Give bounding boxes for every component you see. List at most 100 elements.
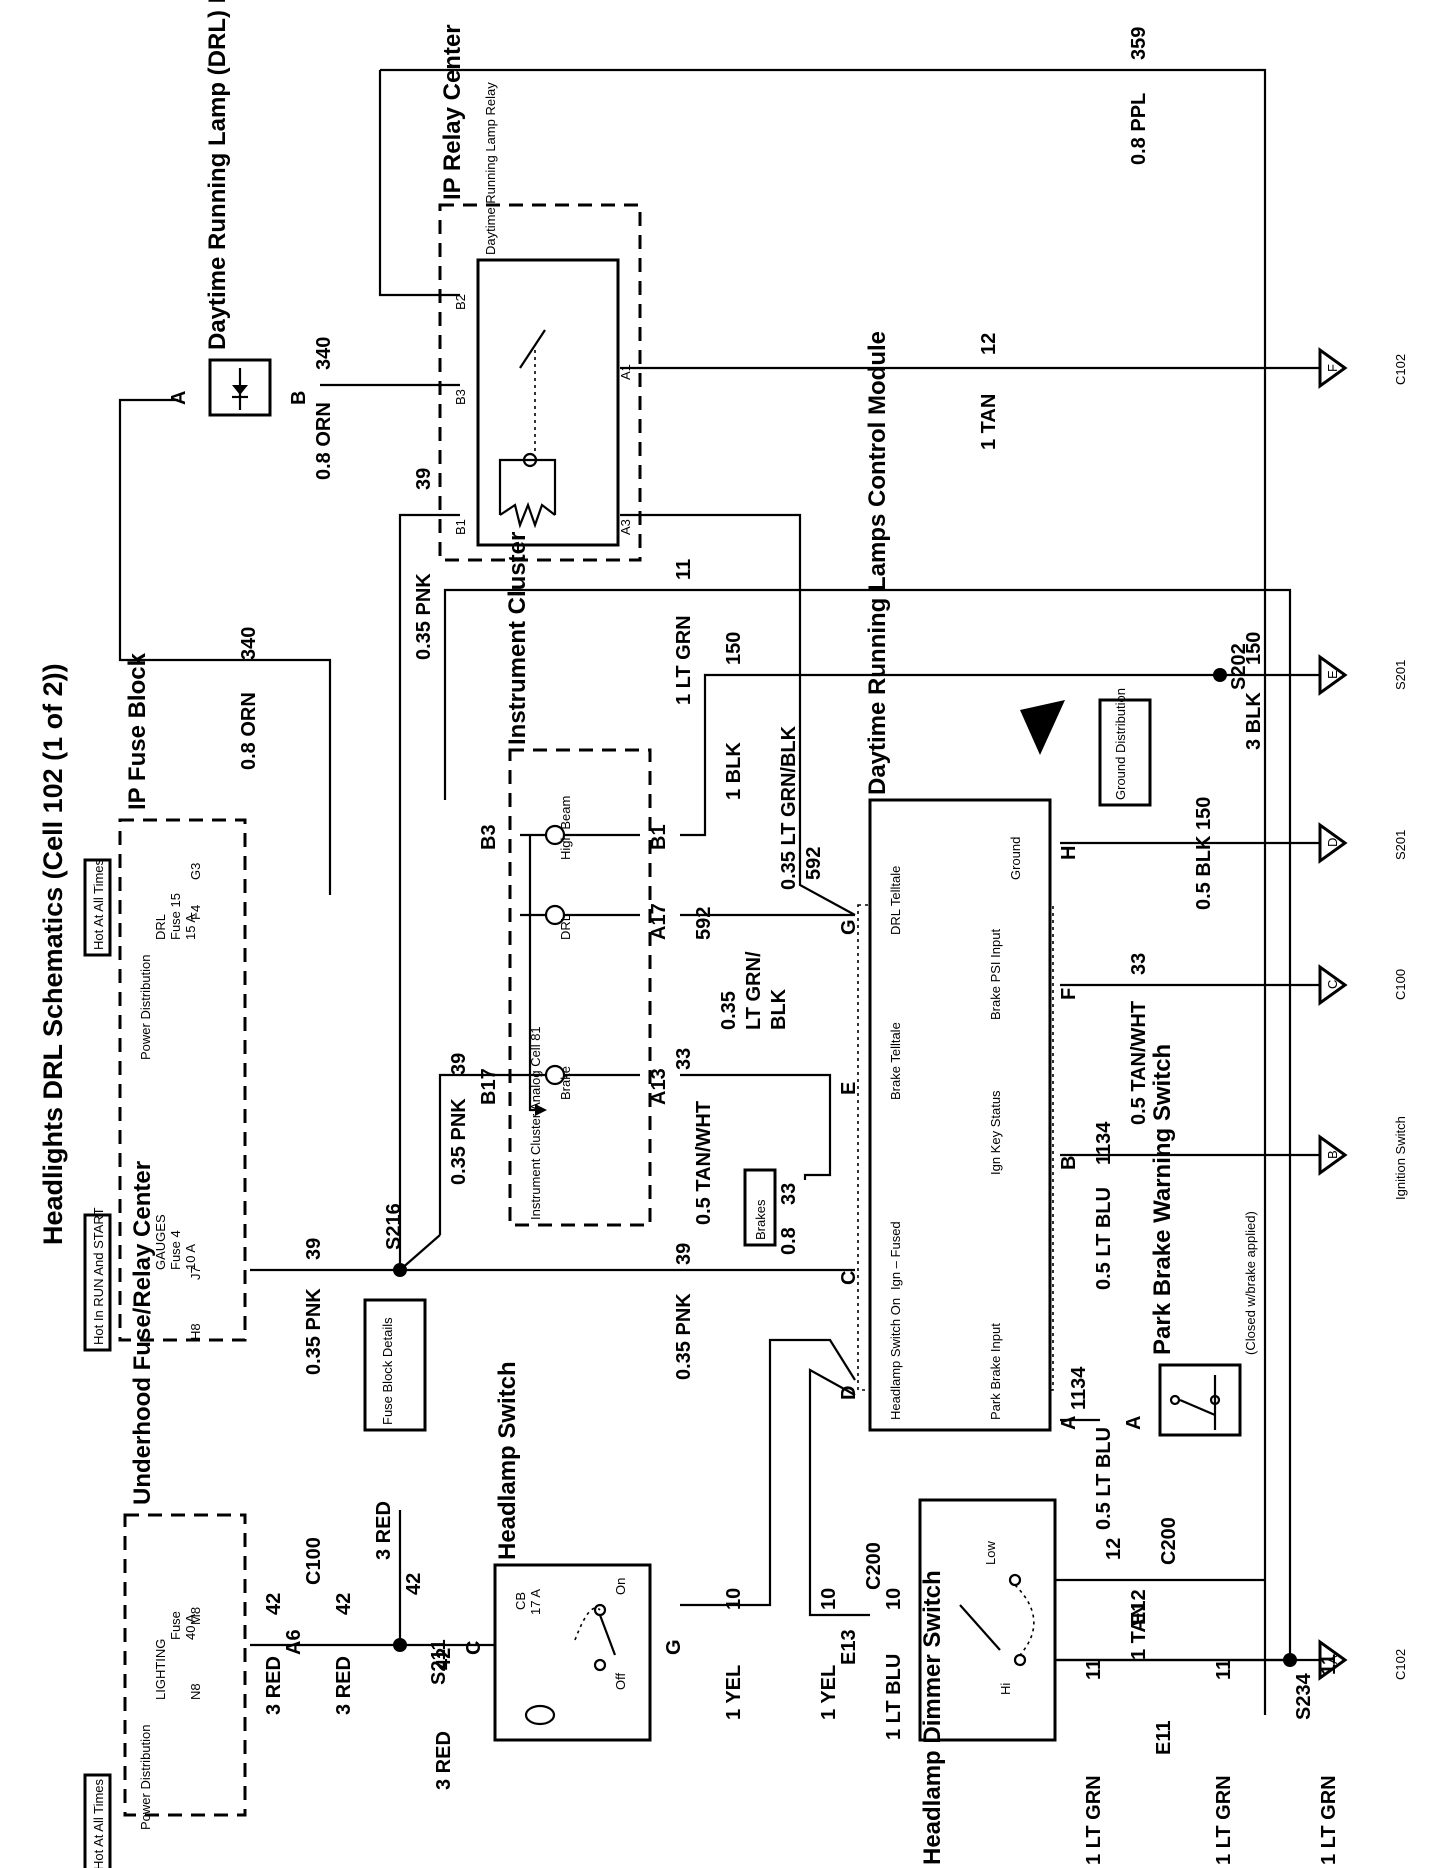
pin-e12: E12 xyxy=(1128,1589,1150,1625)
header-hot-1: Hot At All Times xyxy=(91,1778,106,1868)
wire-ltgrn-2: 1 LT GRN xyxy=(1083,1775,1105,1865)
pin-park-brake: Park Brake Input xyxy=(988,1323,1003,1420)
wire-592-2: 592 xyxy=(693,907,715,940)
pin-b3-cluster: B3 xyxy=(478,824,500,850)
wire-ltgrnblk-c: BLK xyxy=(768,988,790,1030)
fuse-pin-j7: J7 xyxy=(188,1266,203,1280)
pin-b1-cluster: B1 xyxy=(648,824,670,850)
fuse-drl-rating: 15 A xyxy=(183,914,198,940)
wire-yel-1: 1 YEL xyxy=(723,1665,745,1720)
wire-blk3: 3 BLK xyxy=(1243,692,1265,750)
pin-brake-telltale: Brake Telltale xyxy=(888,1022,903,1100)
switch-labels: CB 17 A On Off Low Hi xyxy=(513,1541,1013,1695)
pin-headlamp-on: Headlamp Switch On xyxy=(888,1298,903,1420)
wire-340-2: 340 xyxy=(238,627,260,660)
connector-labels: C100 S211 S216 C200 C200 S202 S234 C102 … xyxy=(303,354,1408,1720)
cb-label: CB xyxy=(513,1592,528,1610)
park-brake-switch-box xyxy=(1158,1363,1242,1437)
component-labels: Underhood Fuse/Relay Center IP Fuse Bloc… xyxy=(124,0,1258,1865)
park-brake-label: Park Brake Warning Switch xyxy=(1149,1044,1176,1355)
conn-s202: S202 xyxy=(1228,643,1250,690)
fuse-lighting-name: LIGHTING xyxy=(153,1639,168,1700)
wire-ltgrnblk-a: 0.35 xyxy=(718,991,740,1030)
dimmer-low: Low xyxy=(983,1541,998,1565)
power-distribution-1: Power Distribution xyxy=(138,1725,153,1831)
wire-tanwht-2: 0.5 TAN/WHT xyxy=(1128,1001,1150,1125)
pin-e11: E11 xyxy=(1153,1721,1175,1755)
wire-tanwht-1: 0.5 TAN/WHT xyxy=(693,1101,715,1225)
dimmer-switch-label: Headlamp Dimmer Switch xyxy=(919,1570,946,1865)
dest-d: D xyxy=(1325,838,1340,847)
pin-b1-relay: B1 xyxy=(453,519,468,535)
ip-fuse-block-label: IP Fuse Block xyxy=(124,652,151,810)
header-box-run-start xyxy=(83,1213,112,1352)
lamp-drl: DRL xyxy=(558,914,573,940)
brakes-label: Brakes xyxy=(753,1199,768,1240)
wire-42-3: 42 xyxy=(403,1573,425,1595)
cb-rating: 17 A xyxy=(528,1589,543,1615)
wire-10-3: 10 xyxy=(883,1588,905,1610)
fuse-pin-h8: H8 xyxy=(188,1323,203,1340)
wire-ltblu-2: 0.5 LT BLU xyxy=(1093,1427,1115,1530)
header-box-hot-1 xyxy=(83,1773,112,1868)
wire-39-2: 39 xyxy=(413,468,435,490)
wire-33-1: 33 xyxy=(673,1048,695,1070)
pin-ign-fused: Ign – Fused xyxy=(888,1221,903,1290)
wire-ltgrn-1: 1 LT GRN xyxy=(673,615,695,705)
wire-150-1: 150 xyxy=(723,632,745,665)
pin-f: F xyxy=(1058,988,1080,1000)
lamp-brake: Brake xyxy=(558,1066,573,1100)
wire-359: 359 xyxy=(1128,27,1150,60)
fuse-drl-fuse: Fuse 15 xyxy=(168,893,183,940)
pin-b-module: B xyxy=(1058,1156,1080,1170)
fuse-gauges-rating: 10 A xyxy=(183,1244,198,1270)
wire-11-3: 11 xyxy=(1213,1659,1235,1680)
drl-module-label: Daytime Running Lamps Control Module xyxy=(864,331,891,795)
wire-340-1: 340 xyxy=(313,337,335,370)
pin-g-headlamp: G xyxy=(663,1639,685,1655)
pin-ign-key: Ign Key Status xyxy=(988,1090,1003,1175)
header-run-start: Hot In RUN And START xyxy=(91,1207,106,1345)
fuse-block-details-box xyxy=(363,1298,427,1432)
fuse-block-details-label: Fuse Block Details xyxy=(380,1317,395,1425)
conn-s234: S234 xyxy=(1293,1672,1315,1720)
power-distribution-2: Power Distribution xyxy=(138,955,153,1061)
wire-39-4: 39 xyxy=(673,1243,695,1265)
wire-150-2: 150 xyxy=(1193,797,1215,830)
wire-33-3: 33 xyxy=(1128,953,1150,975)
pin-ground: Ground xyxy=(1008,837,1023,880)
pin-a-diode: A xyxy=(168,391,190,405)
ground-distribution-box xyxy=(1098,698,1152,807)
dest-a: A xyxy=(1325,1655,1340,1664)
wire-1134-2: 1134 xyxy=(1068,1366,1090,1410)
dest-f: F xyxy=(1325,364,1340,372)
module-pin-labels: Ground Brake PSI Input DRL Telltale Brak… xyxy=(888,837,1023,1420)
pin-a-park: A xyxy=(1123,1416,1145,1430)
wire-12-1: 12 xyxy=(978,333,1000,355)
pin-b17: B17 xyxy=(478,1068,500,1105)
conn-s216: S216 xyxy=(383,1203,405,1250)
lamp-high-beam: High Beam xyxy=(558,796,573,860)
wire-labels: 3 RED 42 3 RED 42 3 RED 42 3 RED 42 0.35… xyxy=(238,27,1340,1865)
ip-relay-center-label: IP Relay Center xyxy=(439,24,466,200)
esd-warning-icon xyxy=(1020,700,1065,755)
conn-c200-b: C200 xyxy=(1158,1517,1180,1565)
wire-42-2: 42 xyxy=(333,1593,355,1615)
conn-c200-a: C200 xyxy=(863,1542,885,1590)
pin-letters: A B B2 B3 B1 A1 A3 B3 B1 A17 A13 B17 H G… xyxy=(168,294,1175,1755)
headlamp-switch-box xyxy=(493,1563,652,1742)
conn-c102-f: C102 xyxy=(1393,354,1408,385)
fuse-pin-m8: M8 xyxy=(188,1607,203,1625)
dest-c: C xyxy=(1325,980,1340,989)
fuse-gauges-name: GAUGES xyxy=(153,1214,168,1270)
relay-coil xyxy=(498,329,557,529)
wire-red-4: 3 RED xyxy=(433,1731,455,1790)
cluster-analog-label: Instrument Cluster Analog Cell 81 xyxy=(528,1026,543,1220)
pin-a-module: A xyxy=(1058,1416,1080,1430)
instrument-cluster-label: Instrument Cluster xyxy=(504,532,531,745)
headlamp-switch-label: Headlamp Switch xyxy=(494,1361,521,1560)
dest-e: E xyxy=(1325,670,1340,679)
wire-pnk-1: 0.35 PNK xyxy=(303,1288,325,1375)
wire-red-1: 3 RED xyxy=(263,1656,285,1715)
